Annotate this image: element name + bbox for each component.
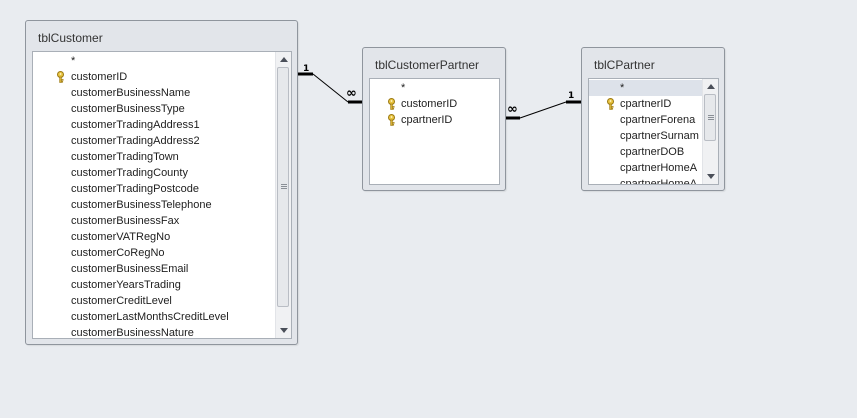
field-item[interactable]: customerYearsTrading: [33, 277, 291, 293]
field-list[interactable]: * customerID cpartnerID: [370, 80, 499, 128]
field-name: cpartnerForena: [620, 114, 696, 126]
field-item[interactable]: cpartnerID: [370, 112, 499, 128]
field-item[interactable]: cpartnerHomeA: [589, 176, 718, 185]
field-name: customerID: [401, 98, 458, 110]
field-item[interactable]: customerCoRegNo: [33, 245, 291, 261]
scroll-down-arrow-icon[interactable]: [277, 324, 290, 337]
relationship-customer-to-customerpartner[interactable]: [298, 72, 363, 104]
table-title[interactable]: tblCPartner: [594, 58, 655, 72]
relationship-one-label: 1: [303, 64, 310, 74]
field-name: customerTradingAddress1: [71, 119, 200, 131]
field-item[interactable]: customerTradingAddress1: [33, 117, 291, 133]
field-item[interactable]: customerBusinessTelephone: [33, 197, 291, 213]
field-list-box[interactable]: * cpartnerID cpartnerForena cpartnerSurnam c…: [588, 78, 719, 185]
table-window-customer[interactable]: tblCustomer * customerID customerBusinessN…: [25, 20, 298, 345]
field-item[interactable]: customerLastMonthsCreditLevel: [33, 309, 291, 325]
table-window-cpartner[interactable]: tblCPartner * cpartnerID cpartnerForena cpa…: [581, 47, 725, 191]
field-name: customerID: [71, 71, 128, 83]
scrollbar-thumb[interactable]: [704, 94, 716, 141]
field-name: cpartnerHomeA: [620, 162, 698, 174]
field-item[interactable]: customerBusinessFax: [33, 213, 291, 229]
relationship-one-label: 1: [568, 91, 575, 101]
scrollbar-thumb[interactable]: [277, 67, 289, 307]
field-item[interactable]: customerTradingAddress2: [33, 133, 291, 149]
field-item[interactable]: cpartnerDOB: [589, 144, 718, 160]
field-name: customerTradingAddress2: [71, 135, 200, 147]
field-name: *: [620, 82, 625, 94]
relationship-cpartner-to-customerpartner[interactable]: [505, 100, 582, 120]
field-all-columns[interactable]: *: [33, 53, 291, 69]
field-name: *: [71, 55, 76, 67]
field-list-box[interactable]: * customerID cpartnerID: [369, 78, 500, 185]
field-name: customerBusinessNature: [71, 327, 194, 339]
relationship-many-label: ∞: [346, 86, 357, 101]
field-all-columns[interactable]: *: [589, 80, 718, 96]
table-title[interactable]: tblCustomer: [38, 31, 103, 45]
field-name: customerBusinessFax: [71, 215, 180, 227]
field-name: cpartnerHomeA: [620, 178, 698, 185]
field-name: cpartnerSurnam: [620, 130, 699, 142]
field-name: customerBusinessType: [71, 103, 185, 115]
field-all-columns[interactable]: *: [370, 80, 499, 96]
field-item[interactable]: customerBusinessName: [33, 85, 291, 101]
field-item[interactable]: customerBusinessNature: [33, 325, 291, 339]
key-icon: [386, 114, 397, 126]
key-icon: [386, 98, 397, 110]
field-item[interactable]: customerID: [370, 96, 499, 112]
field-name: cpartnerID: [401, 114, 453, 126]
field-item[interactable]: customerTradingPostcode: [33, 181, 291, 197]
field-item[interactable]: cpartnerHomeA: [589, 160, 718, 176]
field-name: customerTradingCounty: [71, 167, 188, 179]
field-name: customerTradingTown: [71, 151, 179, 163]
vertical-scrollbar[interactable]: [275, 52, 291, 338]
field-item[interactable]: customerTradingCounty: [33, 165, 291, 181]
scroll-up-arrow-icon[interactable]: [277, 53, 290, 66]
key-icon: [55, 71, 66, 83]
field-name: customerLastMonthsCreditLevel: [71, 311, 229, 323]
field-item[interactable]: customerBusinessEmail: [33, 261, 291, 277]
field-name: customerCoRegNo: [71, 247, 165, 259]
field-list-box[interactable]: * customerID customerBusinessName customerB…: [32, 51, 292, 339]
field-item[interactable]: customerVATRegNo: [33, 229, 291, 245]
scroll-down-arrow-icon[interactable]: [704, 170, 717, 183]
field-name: customerTradingPostcode: [71, 183, 199, 195]
field-name: customerVATRegNo: [71, 231, 171, 243]
key-icon: [605, 98, 616, 110]
field-name: customerBusinessEmail: [71, 263, 189, 275]
field-name: customerYearsTrading: [71, 279, 181, 291]
field-list[interactable]: * cpartnerID cpartnerForena cpartnerSurnam c…: [589, 80, 718, 185]
field-name: customerCreditLevel: [71, 295, 172, 307]
field-name: cpartnerID: [620, 98, 672, 110]
field-name: customerBusinessTelephone: [71, 199, 212, 211]
field-item[interactable]: cpartnerID: [589, 96, 718, 112]
table-title[interactable]: tblCustomerPartner: [375, 58, 480, 72]
field-list[interactable]: * customerID customerBusinessName customerB…: [33, 53, 291, 339]
field-name: cpartnerDOB: [620, 146, 685, 158]
scroll-up-arrow-icon[interactable]: [704, 80, 717, 93]
field-item[interactable]: cpartnerSurnam: [589, 128, 718, 144]
field-item[interactable]: customerCreditLevel: [33, 293, 291, 309]
field-item[interactable]: customerBusinessType: [33, 101, 291, 117]
field-item[interactable]: customerID: [33, 69, 291, 85]
table-window-customerpartner[interactable]: tblCustomerPartner * customerID cpartnerID: [362, 47, 506, 191]
field-item[interactable]: cpartnerForena: [589, 112, 718, 128]
field-name: *: [401, 82, 406, 94]
field-name: customerBusinessName: [71, 87, 191, 99]
vertical-scrollbar[interactable]: [702, 79, 718, 184]
field-item[interactable]: customerTradingTown: [33, 149, 291, 165]
relationship-many-label: ∞: [507, 102, 518, 117]
